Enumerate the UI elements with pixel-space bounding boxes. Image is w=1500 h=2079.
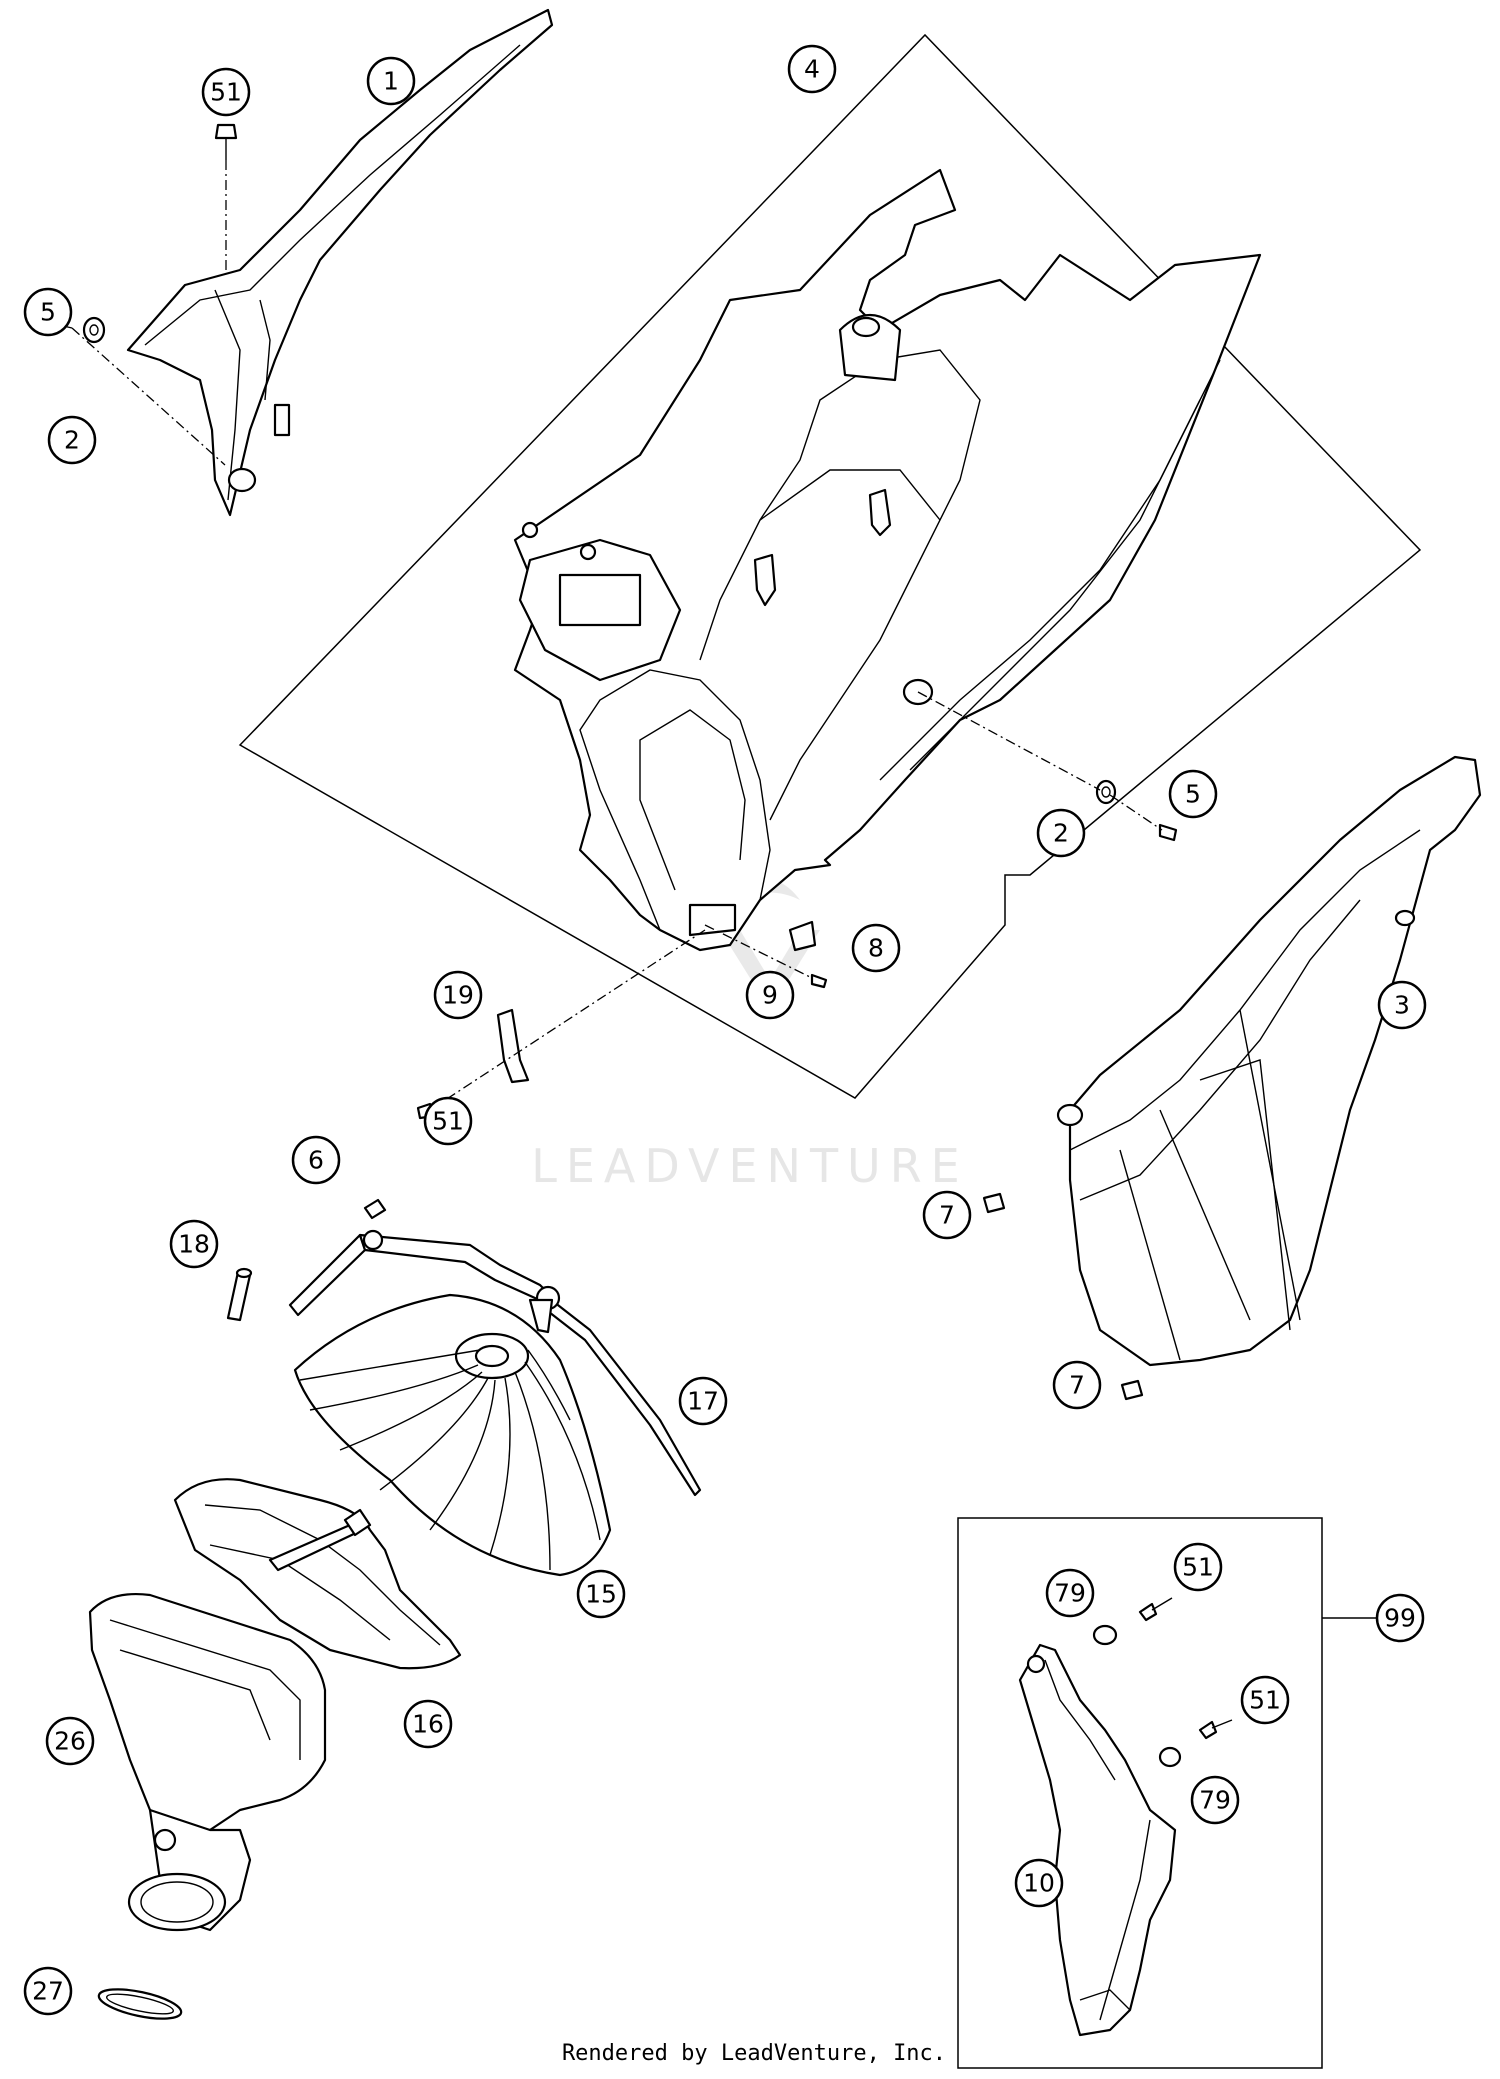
- callout-2-right: 2: [1036, 808, 1086, 858]
- callout-18-label: 18: [178, 1230, 210, 1259]
- callout-51-kit-upper: 51: [1173, 1542, 1223, 1592]
- callout-7-upper-label: 7: [939, 1201, 955, 1230]
- leadventure-watermark: LEADVENTURE: [531, 880, 969, 1193]
- callout-51-kit-lower: 51: [1240, 1675, 1290, 1725]
- callout-26: 26: [45, 1716, 95, 1766]
- callout-16: 16: [403, 1699, 453, 1749]
- kit-bracket-99: [957, 1517, 1323, 2069]
- callout-8-label: 8: [868, 934, 884, 963]
- part-17-filter-clamp: [288, 1229, 702, 1497]
- hardware: [28, 123, 1233, 1768]
- callout-7-lower: 7: [1052, 1360, 1102, 1410]
- part-3-side-cover: [1056, 755, 1482, 1367]
- callout-10: 10: [1014, 1858, 1064, 1908]
- callout-9-label: 9: [762, 981, 778, 1010]
- callout-19: 19: [433, 970, 483, 1020]
- part-16-filter-cage: [173, 1478, 462, 1670]
- callout-79-upper: 79: [1045, 1568, 1095, 1618]
- callout-16-label: 16: [412, 1710, 444, 1739]
- callout-51-top-label: 51: [210, 78, 242, 107]
- callout-9: 9: [745, 970, 795, 1020]
- part-15-air-filter: [293, 1293, 612, 1577]
- callout-51-top: 51: [201, 67, 251, 117]
- callout-2-left-label: 2: [64, 426, 80, 455]
- callout-2-right-label: 2: [1053, 819, 1069, 848]
- part-6-clip: [363, 1198, 387, 1220]
- callout-17: 17: [678, 1376, 728, 1426]
- callout-6-label: 6: [308, 1146, 324, 1175]
- part-10-intake-snorkel: [1018, 1643, 1177, 2037]
- callout-8: 8: [851, 923, 901, 973]
- part-26-intake-flange: [88, 1593, 327, 1932]
- callout-6: 6: [291, 1135, 341, 1185]
- callout-4: 4: [787, 44, 837, 94]
- callout-99-label: 99: [1384, 1604, 1416, 1633]
- callout-5-right: 5: [1168, 769, 1218, 819]
- callout-10-label: 10: [1023, 1869, 1055, 1898]
- callout-27: 27: [23, 1966, 73, 2016]
- callout-4-label: 4: [804, 55, 820, 84]
- callout-51-kit-lower-label: 51: [1249, 1686, 1281, 1715]
- part-27-ring: [97, 1988, 183, 2020]
- callout-17-label: 17: [687, 1387, 719, 1416]
- callout-5-right-label: 5: [1185, 780, 1201, 809]
- watermark-text: LEADVENTURE: [531, 1139, 969, 1193]
- callout-1: 1: [366, 56, 416, 106]
- callout-3-label: 3: [1394, 991, 1410, 1020]
- callout-51-mid: 51: [423, 1096, 473, 1146]
- callout-26-label: 26: [54, 1727, 86, 1756]
- callout-19-label: 19: [442, 981, 474, 1010]
- callout-15-label: 15: [585, 1580, 617, 1609]
- callout-99: 99: [1375, 1593, 1425, 1643]
- callout-51-mid-label: 51: [432, 1107, 464, 1136]
- callout-79-lower-label: 79: [1199, 1786, 1231, 1815]
- callout-3: 3: [1377, 980, 1427, 1030]
- footer-credit: Rendered by LeadVenture, Inc.: [562, 2041, 946, 2066]
- callout-18: 18: [169, 1219, 219, 1269]
- part-18-sleeve: [226, 1267, 253, 1322]
- part-1-filter-box-cover: [126, 8, 554, 517]
- callout-5-left: 5: [23, 287, 73, 337]
- callout-7-upper: 7: [922, 1190, 972, 1240]
- callout-15: 15: [576, 1569, 626, 1619]
- callout-2-left: 2: [47, 415, 97, 465]
- callout-27-label: 27: [32, 1977, 64, 2006]
- part-4-air-filter-box: [513, 168, 1262, 952]
- assembly-outline-4: [238, 33, 1422, 1099]
- callout-1-label: 1: [383, 67, 399, 96]
- callout-79-upper-label: 79: [1054, 1579, 1086, 1608]
- leader-lines: [71, 160, 1163, 1111]
- callout-79-lower: 79: [1190, 1775, 1240, 1825]
- callout-5-left-label: 5: [40, 298, 56, 327]
- callout-51-kit-upper-label: 51: [1182, 1553, 1214, 1582]
- callout-7-lower-label: 7: [1069, 1371, 1085, 1400]
